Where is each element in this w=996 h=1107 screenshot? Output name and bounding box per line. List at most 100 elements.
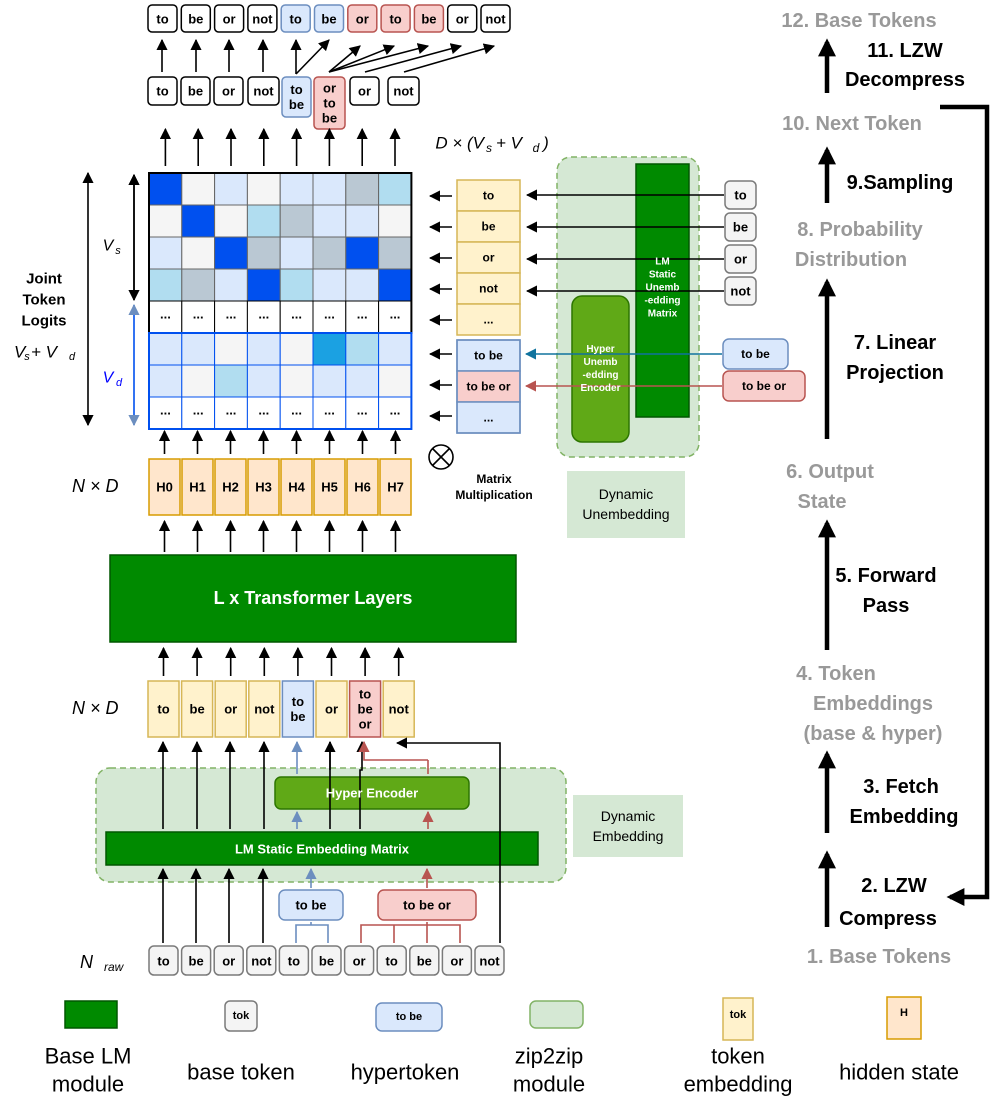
step-label: 7. Linear: [854, 332, 936, 354]
base-token-label: to: [734, 188, 746, 203]
output-token-label: or: [223, 12, 236, 27]
hidden-state: [214, 458, 247, 516]
step-label: 11. LZW: [867, 40, 943, 62]
vd-border: [148, 332, 413, 430]
base-token: [724, 244, 757, 274]
raw-label: N: [80, 952, 94, 972]
hyper-unembedding-encoder: [571, 295, 630, 443]
base-token: [724, 276, 757, 306]
base-token: [474, 945, 505, 976]
logit-cell-hyper: [181, 396, 216, 430]
lm-static-unemb-label: Static: [649, 270, 677, 281]
hypertoken: [377, 889, 477, 921]
legend-hidden-state-label: hidden state: [839, 1060, 959, 1085]
dim-label-sub: s: [486, 141, 492, 155]
output-token: [480, 4, 511, 33]
output-token-label: to: [389, 12, 401, 27]
logit-cell: [148, 268, 183, 302]
logit-cell: [214, 268, 248, 302]
output-token: [347, 4, 378, 33]
hidden-state-label: H6: [354, 480, 371, 495]
logit-cell: [214, 204, 248, 238]
logit-cell-hyper: [345, 364, 380, 398]
output-token: [380, 4, 411, 33]
logit-cell: [378, 268, 412, 302]
legend-token-embedding-label: token: [711, 1044, 765, 1069]
lm-static-unemb-label: LM: [655, 257, 669, 268]
step-label: 9.Sampling: [847, 172, 954, 194]
legend-token-embedding-swatch: [722, 997, 754, 1041]
ellipsis: ...: [160, 403, 171, 418]
output-token: [147, 4, 178, 33]
output-token: [247, 4, 278, 33]
unembed-token: [456, 303, 521, 336]
output-token-label: be: [188, 12, 203, 27]
hypertoken: [278, 889, 344, 921]
next-token: [147, 76, 178, 106]
step-label: Compress: [839, 908, 937, 930]
dynamic-unembedding-label: Dynamic: [599, 486, 653, 502]
ellipsis: ...: [160, 307, 171, 322]
hidden-state: [313, 458, 346, 516]
step-label: 5. Forward: [835, 565, 936, 587]
base-token-label: not: [251, 954, 272, 969]
hypertoken-label: to be or: [742, 379, 786, 393]
logit-cell: [378, 172, 412, 206]
next-token-label: to: [156, 84, 168, 99]
hypertoken: [722, 370, 806, 402]
logit-cell: [246, 268, 281, 302]
hyper-unemb-label: Hyper: [586, 344, 614, 355]
legend-zip2zip-label: zip2zip: [515, 1044, 583, 1069]
base-token: [343, 945, 375, 976]
logit-cell: [312, 300, 347, 334]
step-label: Distribution: [795, 249, 907, 271]
joint-formula-sub: d: [69, 351, 76, 363]
joint-logits-label: Joint: [26, 271, 62, 288]
legend-base-lm-swatch: [64, 1000, 118, 1029]
input-embedding-label: not: [389, 702, 410, 717]
next-token-label: to: [290, 82, 302, 97]
unembed-token-label: to: [483, 189, 494, 203]
ellipsis: ...: [390, 403, 401, 418]
hidden-state-label: H0: [156, 480, 173, 495]
logit-cell: [312, 268, 347, 302]
base-token: [409, 945, 440, 976]
diag-arrow: [403, 43, 496, 73]
legend-base-lm-label: module: [52, 1072, 124, 1097]
input-embedding: [147, 680, 180, 738]
unembed-token: [456, 272, 521, 305]
hyper-unemb-label: -edding: [582, 370, 618, 381]
step-label: State: [798, 491, 847, 513]
next-token-label: be: [322, 111, 337, 126]
output-token-label: to: [156, 12, 168, 27]
logit-cell-hyper: [148, 332, 183, 366]
step-label: Pass: [863, 595, 910, 617]
raw-label-sub: raw: [104, 960, 125, 974]
hypertoken-label: to be: [741, 347, 770, 361]
input-embedding-label: or: [224, 702, 237, 717]
up-arrow: [295, 39, 330, 75]
output-token-label: or: [456, 12, 469, 27]
logit-cell: [181, 204, 216, 238]
hidden-state-label: H2: [222, 480, 239, 495]
logit-cell: [312, 172, 347, 206]
connector: [395, 737, 501, 929]
hidden-state: [379, 458, 412, 516]
hyper-unemb-label: Unemb: [584, 357, 618, 368]
output-token-label: be: [321, 12, 336, 27]
diag-arrow: [364, 43, 463, 73]
logit-cell: [246, 236, 281, 270]
input-embedding: [348, 680, 382, 738]
input-embedding-label: to: [359, 687, 371, 702]
base-token-label: or: [734, 252, 747, 267]
hidden-state: [247, 458, 280, 516]
base-token: [180, 945, 212, 976]
ellipsis: ...: [324, 307, 335, 322]
step-label: 8. Probability: [797, 219, 923, 241]
logit-cell: [181, 268, 216, 302]
step-label: (base & hyper): [804, 723, 943, 745]
joint-logits-label: Token: [22, 292, 65, 309]
step-label: 6. Output: [786, 461, 874, 483]
base-token-label: to: [157, 954, 169, 969]
